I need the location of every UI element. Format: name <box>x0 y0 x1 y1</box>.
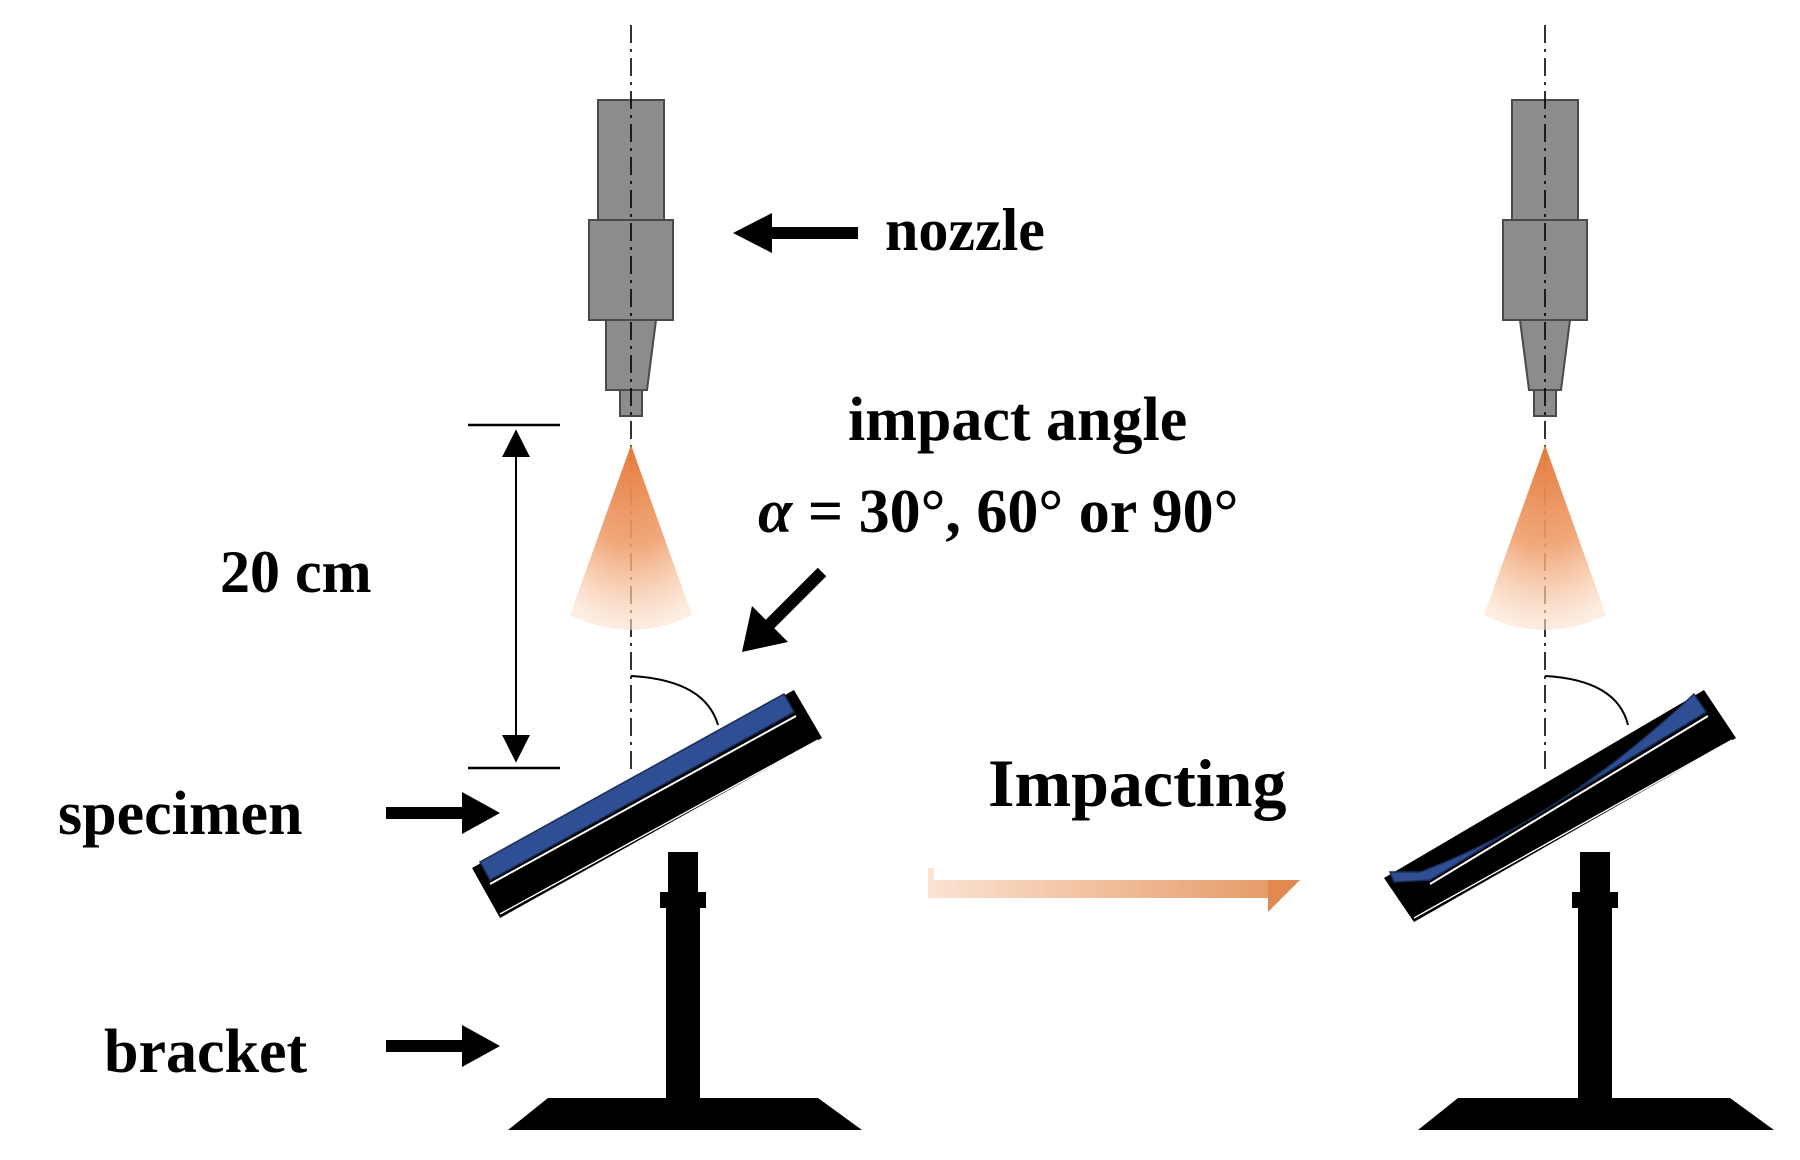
nozzle-pointer-arrow <box>733 213 858 253</box>
impact-angle-pointer-arrow <box>742 567 827 652</box>
specimen-holder-left <box>472 690 822 918</box>
nozzle-label: nozzle <box>885 197 1045 263</box>
impact-angle-arc-left <box>630 675 719 726</box>
angle-values: = 30°, 60° or 90° <box>792 478 1238 546</box>
bracket-label: bracket <box>104 1018 308 1086</box>
specimen-label: specimen <box>58 780 303 848</box>
right-assembly <box>1384 25 1774 1130</box>
process-arrow <box>928 868 1300 912</box>
process-label: Impacting <box>988 745 1286 821</box>
specimen-pointer-arrow <box>386 792 500 834</box>
left-assembly <box>472 25 862 1130</box>
spray-cone-right <box>1484 445 1606 630</box>
distance-dimension <box>468 423 560 770</box>
bracket-left <box>508 852 862 1130</box>
bracket-right <box>1418 852 1774 1130</box>
bracket-pointer-arrow <box>386 1025 500 1067</box>
specimen-holder-right <box>1384 690 1736 922</box>
impact-angle-arc-right <box>1544 675 1629 726</box>
distance-label: 20 cm <box>220 539 372 605</box>
impact-angle-label: impact angle <box>848 386 1187 454</box>
angle-values-label: α = 30°, 60° or 90° <box>758 478 1238 546</box>
spray-cone-left <box>570 445 692 630</box>
angle-symbol: α <box>758 478 794 546</box>
